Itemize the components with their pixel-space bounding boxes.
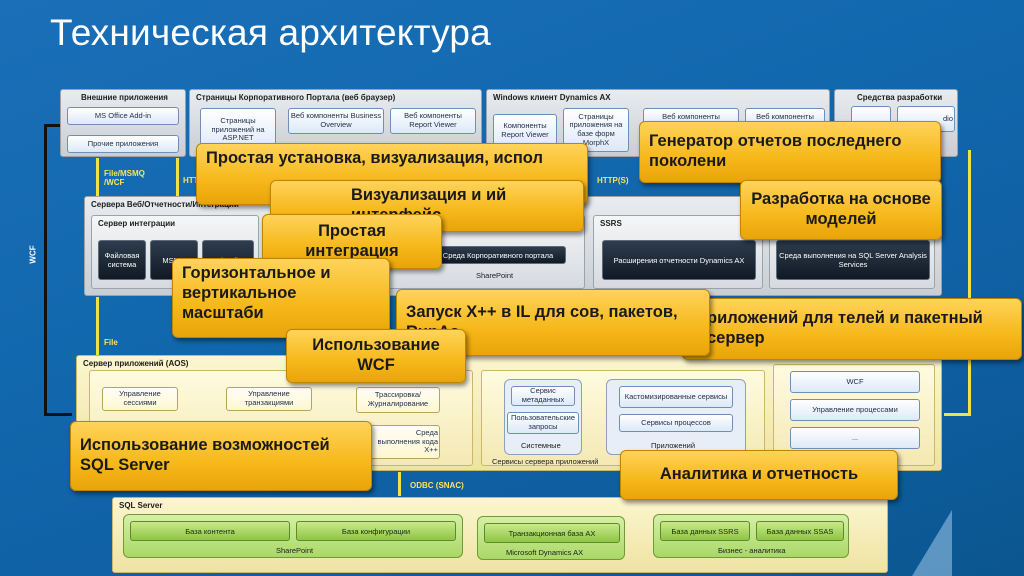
bi-db-group: База данных SSRS База данных SSAS Бизнес… [653, 514, 849, 558]
wcf-connector-bottom [44, 413, 72, 416]
panel-title: SSRS [600, 219, 622, 228]
config-db-box: База конфигурации [296, 521, 456, 541]
callout-scaling: Горизонтальное и вертикальное масштаби [172, 258, 390, 338]
tracing-logging-box: Трассировка/ Журналирование [356, 387, 440, 413]
portal-environment-box: Среда Корпоративного портала [430, 246, 566, 264]
ax-db-label: Microsoft Dynamics AX [506, 548, 584, 557]
bi-db-label: Бизнес - аналитика [718, 546, 786, 555]
portal-pages-panel: Страницы Корпоративного Портала (веб бра… [189, 89, 482, 157]
transactional-db-box: Транзакционная база AX [484, 523, 620, 543]
connector-label-odbc: ODBC (SNAC) [410, 481, 464, 490]
connector-arrow [176, 158, 179, 196]
panel-title: Средства разработки [857, 93, 943, 102]
ssas-runtime-box: Среда выполнения на SQL Server Analysis … [776, 240, 930, 280]
custom-services-box: Кастомизированные сервисы [619, 386, 733, 408]
sharepoint-db-label: SharePoint [276, 546, 314, 555]
app-services-group: Кастомизированные сервисы Сервисы процес… [606, 379, 746, 455]
wcf-connector-top [44, 124, 60, 127]
wcf-connector-line [44, 124, 47, 416]
report-viewer-components-box: Компоненты Report Viewer [493, 114, 557, 148]
panel-title: Внешние приложения [81, 93, 168, 102]
sharepoint-label: SharePoint [476, 271, 514, 280]
report-viewer-box: Веб компоненты Report Viewer [390, 108, 476, 134]
panel-title: Сервер приложений (AOS) [83, 359, 189, 368]
process-management-box: Управление процессами [790, 399, 920, 421]
connector-label-http: HTT [183, 176, 199, 185]
connector-label-file: File [104, 338, 118, 347]
wcf-box: WCF [790, 371, 920, 393]
connector-label-wcf: WCF [28, 245, 38, 264]
ax-db-group: Транзакционная база AX Microsoft Dynamic… [477, 516, 625, 560]
aos-services-label: Сервисы сервера приложений [492, 457, 599, 466]
transaction-management-box: Управление транзакциями [226, 387, 312, 411]
xpp-runtime-box: Среда выполнения кода X++ [370, 425, 440, 459]
callout-apps-batch: риложений для телей и пакетный сервер [682, 298, 1022, 360]
callout-xpp-il: Запуск X++ в IL для сов, пакетов, RunAs [396, 289, 710, 356]
callout-sql-usage: Использование возможностей SQL Server [70, 421, 372, 491]
dev-tools-connector [968, 150, 971, 415]
content-db-box: База контента [130, 521, 290, 541]
page-title: Техническая архитектура [50, 12, 491, 53]
odbc-connector [398, 472, 401, 496]
callout-wcf-usage: Использование WCF [286, 329, 466, 383]
sharepoint-db-group: База контента База конфигурации SharePoi… [123, 514, 463, 558]
user-queries-box: Пользовательские запросы [507, 412, 579, 434]
sql-server-panel: SQL Server База контента База конфигурац… [112, 497, 888, 573]
connector-label-file-msmq: File/MSMQ /WCF [104, 169, 145, 187]
system-label: Системные [521, 441, 561, 450]
ellipsis-box: ... [790, 427, 920, 449]
panel-title: Страницы Корпоративного Портала (веб бра… [196, 93, 396, 102]
panel-title: Сервера Веб/Отчетности/Интеграции [91, 200, 239, 209]
ax-reporting-extensions-box: Расширения отчетности Dynamics AX [602, 240, 756, 280]
connector-arrow [96, 158, 99, 196]
panel-title: Windows клиент Dynamics AX [493, 93, 611, 102]
ssrs-panel: SSRS Расширения отчетности Dynamics AX [593, 215, 763, 289]
panel-title: Сервер интеграции [98, 219, 176, 228]
other-apps-box: Прочие приложения [67, 135, 179, 153]
panel-title: SQL Server [119, 501, 163, 510]
system-services-group: Сервис метаданных Пользовательские запро… [504, 379, 582, 455]
callout-report-generator: Генератор отчетов последнего поколени [639, 121, 941, 183]
aos-extra-panel: WCF Управление процессами ... [773, 364, 935, 466]
callout-analytics: Аналитика и отчетность [620, 450, 898, 500]
process-services-box: Сервисы процессов [619, 414, 733, 432]
ms-office-addin-box: MS Office Add-in [67, 107, 179, 125]
business-overview-box: Веб компоненты Business Overview [288, 108, 384, 134]
connector-label-https: HTTP(S) [597, 176, 629, 185]
ssrs-db-box: База данных SSRS [660, 521, 750, 541]
ssas-db-box: База данных SSAS [756, 521, 844, 541]
decorative-shape [912, 510, 952, 576]
external-apps-panel: Внешние приложения MS Office Add-in Проч… [60, 89, 186, 157]
dev-tools-connector-bottom [944, 413, 971, 416]
callout-model-development: Разработка на основе моделей [740, 180, 942, 240]
metadata-service-box: Сервис метаданных [511, 386, 575, 406]
apps-label: Приложений [651, 441, 696, 450]
session-management-box: Управление сессиями [102, 387, 178, 411]
filesystem-box: Файловая система [98, 240, 146, 280]
connector-arrow [96, 297, 99, 355]
